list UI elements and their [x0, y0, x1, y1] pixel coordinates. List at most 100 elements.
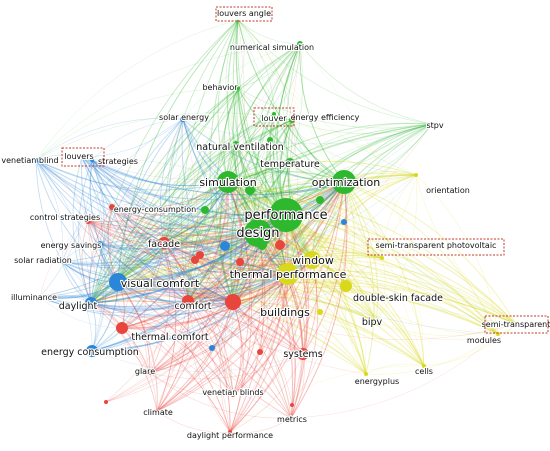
node-control-strategies[interactable]	[85, 218, 91, 224]
node-daylight-performance[interactable]	[228, 430, 232, 434]
edge-energyplus-window	[311, 259, 367, 375]
node-double-skin-facade[interactable]	[340, 280, 352, 292]
label-energy-savings[interactable]: energy savings	[40, 240, 103, 251]
label-simulation[interactable]: simulation	[198, 175, 258, 190]
node-daylight[interactable]	[85, 297, 97, 309]
label-energy-consumption-red[interactable]: energy-consumption	[113, 204, 198, 215]
label-venetian-blind[interactable]: venetian blind	[0, 155, 59, 166]
node-systems[interactable]	[297, 348, 309, 360]
node-strategies[interactable]	[90, 158, 94, 162]
label-energyplus[interactable]: energyplus	[354, 376, 401, 387]
node-comfort[interactable]	[182, 295, 194, 307]
node-solar-energy[interactable]	[180, 116, 186, 122]
node-visual-comfort[interactable]	[109, 273, 127, 291]
node-energy-consumption[interactable]	[86, 345, 98, 357]
edge-venetian-blind-visual-comfort	[35, 159, 119, 283]
label-semi-transparent[interactable]: semi-transparent	[481, 319, 550, 330]
edge-bipv-visual-comfort	[117, 273, 377, 323]
node-louver[interactable]	[272, 112, 276, 116]
node-thermal-performance[interactable]	[277, 263, 299, 285]
node-bipv[interactable]	[373, 319, 379, 325]
label-venetian-blinds[interactable]: venetian blinds	[201, 387, 265, 398]
node-orientation[interactable]	[414, 173, 418, 177]
label-orientation[interactable]: orientation	[425, 185, 471, 196]
label-thermal-performance[interactable]: thermal performance	[228, 267, 347, 282]
highlight-box-louvers-angle	[215, 6, 273, 22]
edge-louver-window	[272, 113, 313, 261]
label-modules[interactable]: modules	[466, 335, 502, 346]
label-energy-consumption[interactable]: energy consumption	[40, 346, 140, 359]
label-daylight[interactable]: daylight	[58, 300, 99, 313]
node-illuminance[interactable]	[38, 295, 42, 299]
node-optimization[interactable]	[332, 170, 356, 194]
node-cells[interactable]	[422, 364, 426, 368]
label-glare[interactable]: glare	[134, 366, 157, 377]
edge-daylight-venetian-blind	[35, 159, 92, 304]
node-facade[interactable]	[158, 237, 170, 249]
node-natural-ventilation[interactable]	[233, 141, 239, 147]
node-performance[interactable]	[269, 198, 303, 232]
edge-systems-design	[257, 232, 304, 355]
node-behavior[interactable]	[236, 86, 240, 90]
label-daylight-performance[interactable]: daylight performance	[186, 430, 275, 441]
node-climate[interactable]	[155, 409, 159, 413]
edge-behavior-optimization	[237, 87, 345, 183]
node-thermal-comfort[interactable]	[116, 322, 128, 334]
label-natural-ventilation[interactable]: natural ventilation	[195, 141, 285, 154]
label-climate[interactable]: climate	[142, 407, 174, 418]
edge-systems-buildings	[232, 301, 304, 355]
label-louver[interactable]: louver	[260, 113, 288, 124]
label-behavior[interactable]: behavior	[201, 82, 239, 93]
node-buildings[interactable]	[225, 294, 241, 310]
node-energy-savings[interactable]	[97, 241, 103, 247]
node-window[interactable]	[303, 251, 321, 269]
label-visual-comfort[interactable]: visual comfort	[120, 276, 201, 291]
node-design[interactable]	[244, 219, 272, 247]
label-optimization[interactable]: optimization	[311, 175, 382, 190]
edge-louvers-performance	[81, 156, 287, 217]
node-semi-transparent-photovoltaic[interactable]	[380, 256, 384, 260]
label-strategies[interactable]: strategies	[97, 156, 139, 167]
node-energyplus[interactable]	[364, 372, 368, 376]
label-design[interactable]: design	[235, 225, 280, 242]
label-cells[interactable]: cells	[414, 366, 434, 377]
edge-climate-daylight-performance	[156, 410, 231, 433]
label-facade[interactable]: facade	[147, 238, 181, 251]
label-stpv[interactable]: stpv	[425, 120, 445, 131]
node-solar-radiation[interactable]	[60, 260, 64, 264]
label-louvers[interactable]: louvers	[63, 151, 95, 162]
node-stpv[interactable]	[430, 122, 434, 126]
label-energy-efficiency[interactable]: energy efficiency	[289, 112, 360, 123]
label-buildings[interactable]: buildings	[259, 305, 311, 320]
edge-solar-energy-window	[182, 118, 313, 261]
node-numerical-simulation[interactable]	[297, 41, 303, 47]
edge-daylight-comfort	[90, 300, 189, 312]
edge-venetian-blinds-thermal-performance	[232, 273, 289, 396]
label-systems[interactable]: systems	[282, 348, 324, 361]
edge-solar-radiation-thermal-performance	[61, 261, 289, 290]
node-glare[interactable]	[148, 371, 152, 375]
label-double-skin-facade[interactable]: double-skin facade	[352, 292, 444, 305]
node-venetian-blind[interactable]	[34, 158, 38, 162]
label-numerical-simulation[interactable]: numerical simulation	[229, 42, 315, 53]
label-thermal-comfort[interactable]: thermal comfort	[130, 331, 210, 344]
label-solar-energy[interactable]: solar energy	[158, 112, 210, 123]
label-illuminance[interactable]: illuminance	[10, 292, 58, 303]
node-temperature[interactable]	[285, 158, 295, 168]
edge-facade-window	[163, 242, 313, 267]
label-window[interactable]: window	[291, 253, 335, 268]
label-performance[interactable]: performance	[243, 207, 328, 224]
node-simulation[interactable]	[217, 171, 239, 193]
node-metrics[interactable]	[289, 416, 293, 420]
label-control-strategies[interactable]: control strategies	[29, 212, 101, 223]
label-solar-radiation[interactable]: solar radiation	[13, 255, 73, 266]
node-venetian-blinds[interactable]	[231, 393, 235, 397]
edge-energy-consumption-buildings	[91, 301, 234, 352]
label-semi-transparent-photovoltaic[interactable]: semi-transparent photovoltaic	[374, 240, 497, 251]
label-temperature[interactable]: temperature	[259, 158, 321, 171]
label-louvers-angle[interactable]: louvers angle	[216, 8, 272, 19]
label-comfort[interactable]: comfort	[173, 300, 213, 313]
node-energy-consumption-red[interactable]	[109, 204, 115, 210]
label-bipv[interactable]: bipv	[361, 316, 384, 329]
label-metrics[interactable]: metrics	[276, 414, 308, 425]
